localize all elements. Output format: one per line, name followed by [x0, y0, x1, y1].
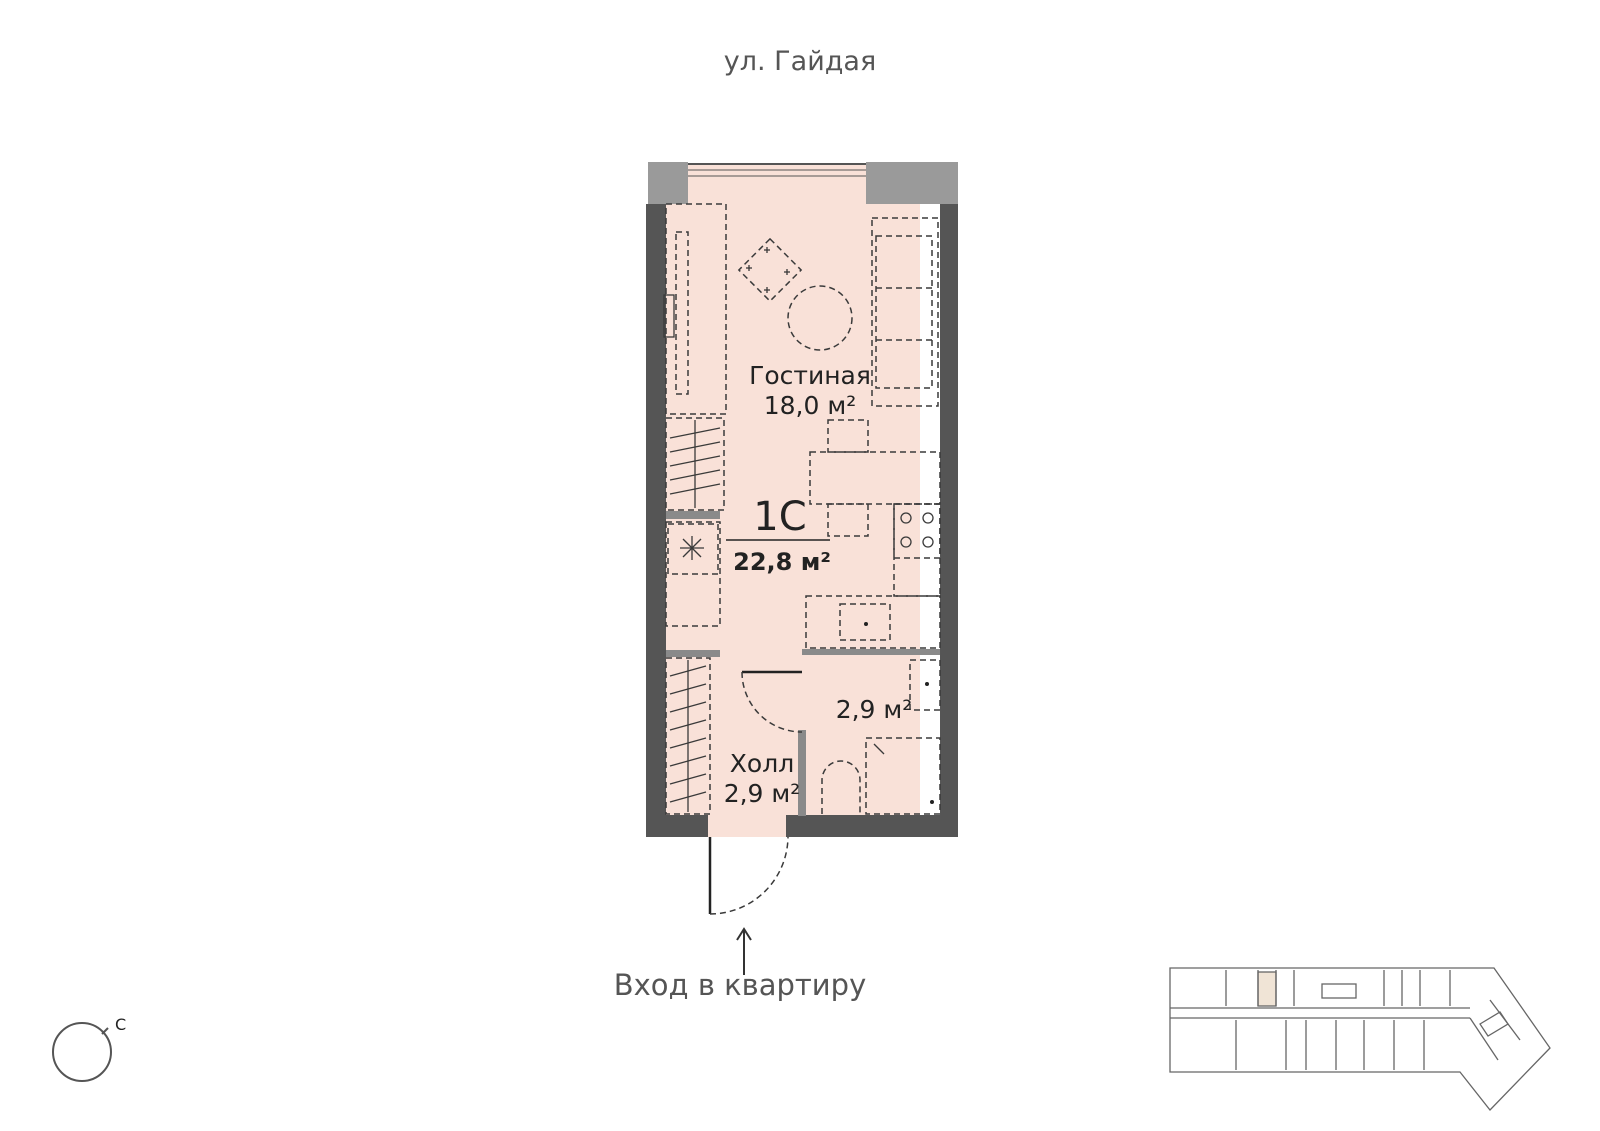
street-label: ул. Гайдая: [723, 46, 877, 77]
room-living-area: 18,0 м²: [764, 391, 857, 420]
outer-wall-top-left: [648, 162, 688, 204]
partition-1: [666, 511, 720, 519]
wall-bottom-left: [646, 815, 708, 837]
room-bath-area: 2,9 м²: [836, 695, 913, 724]
room-hall-name: Холл: [730, 749, 794, 778]
wall-right: [940, 204, 958, 837]
compass-north-label: С: [115, 1015, 126, 1034]
wall-left: [646, 204, 666, 837]
outer-wall-top-right: [866, 162, 958, 204]
compass-icon: [52, 1022, 112, 1082]
building-keyplan: [1169, 967, 1551, 1111]
partition-bath-top: [802, 649, 940, 655]
room-hall-area: 2,9 м²: [724, 779, 801, 808]
room-living-name: Гостиная: [749, 361, 871, 390]
apartment-type: 1С: [753, 494, 806, 540]
partition-2: [666, 650, 720, 657]
wall-bottom-right: [786, 815, 958, 837]
apartment-total-area: 22,8 м²: [733, 548, 831, 576]
entrance-label: Вход в квартиру: [613, 968, 867, 1002]
partition-bath-left: [798, 730, 806, 816]
